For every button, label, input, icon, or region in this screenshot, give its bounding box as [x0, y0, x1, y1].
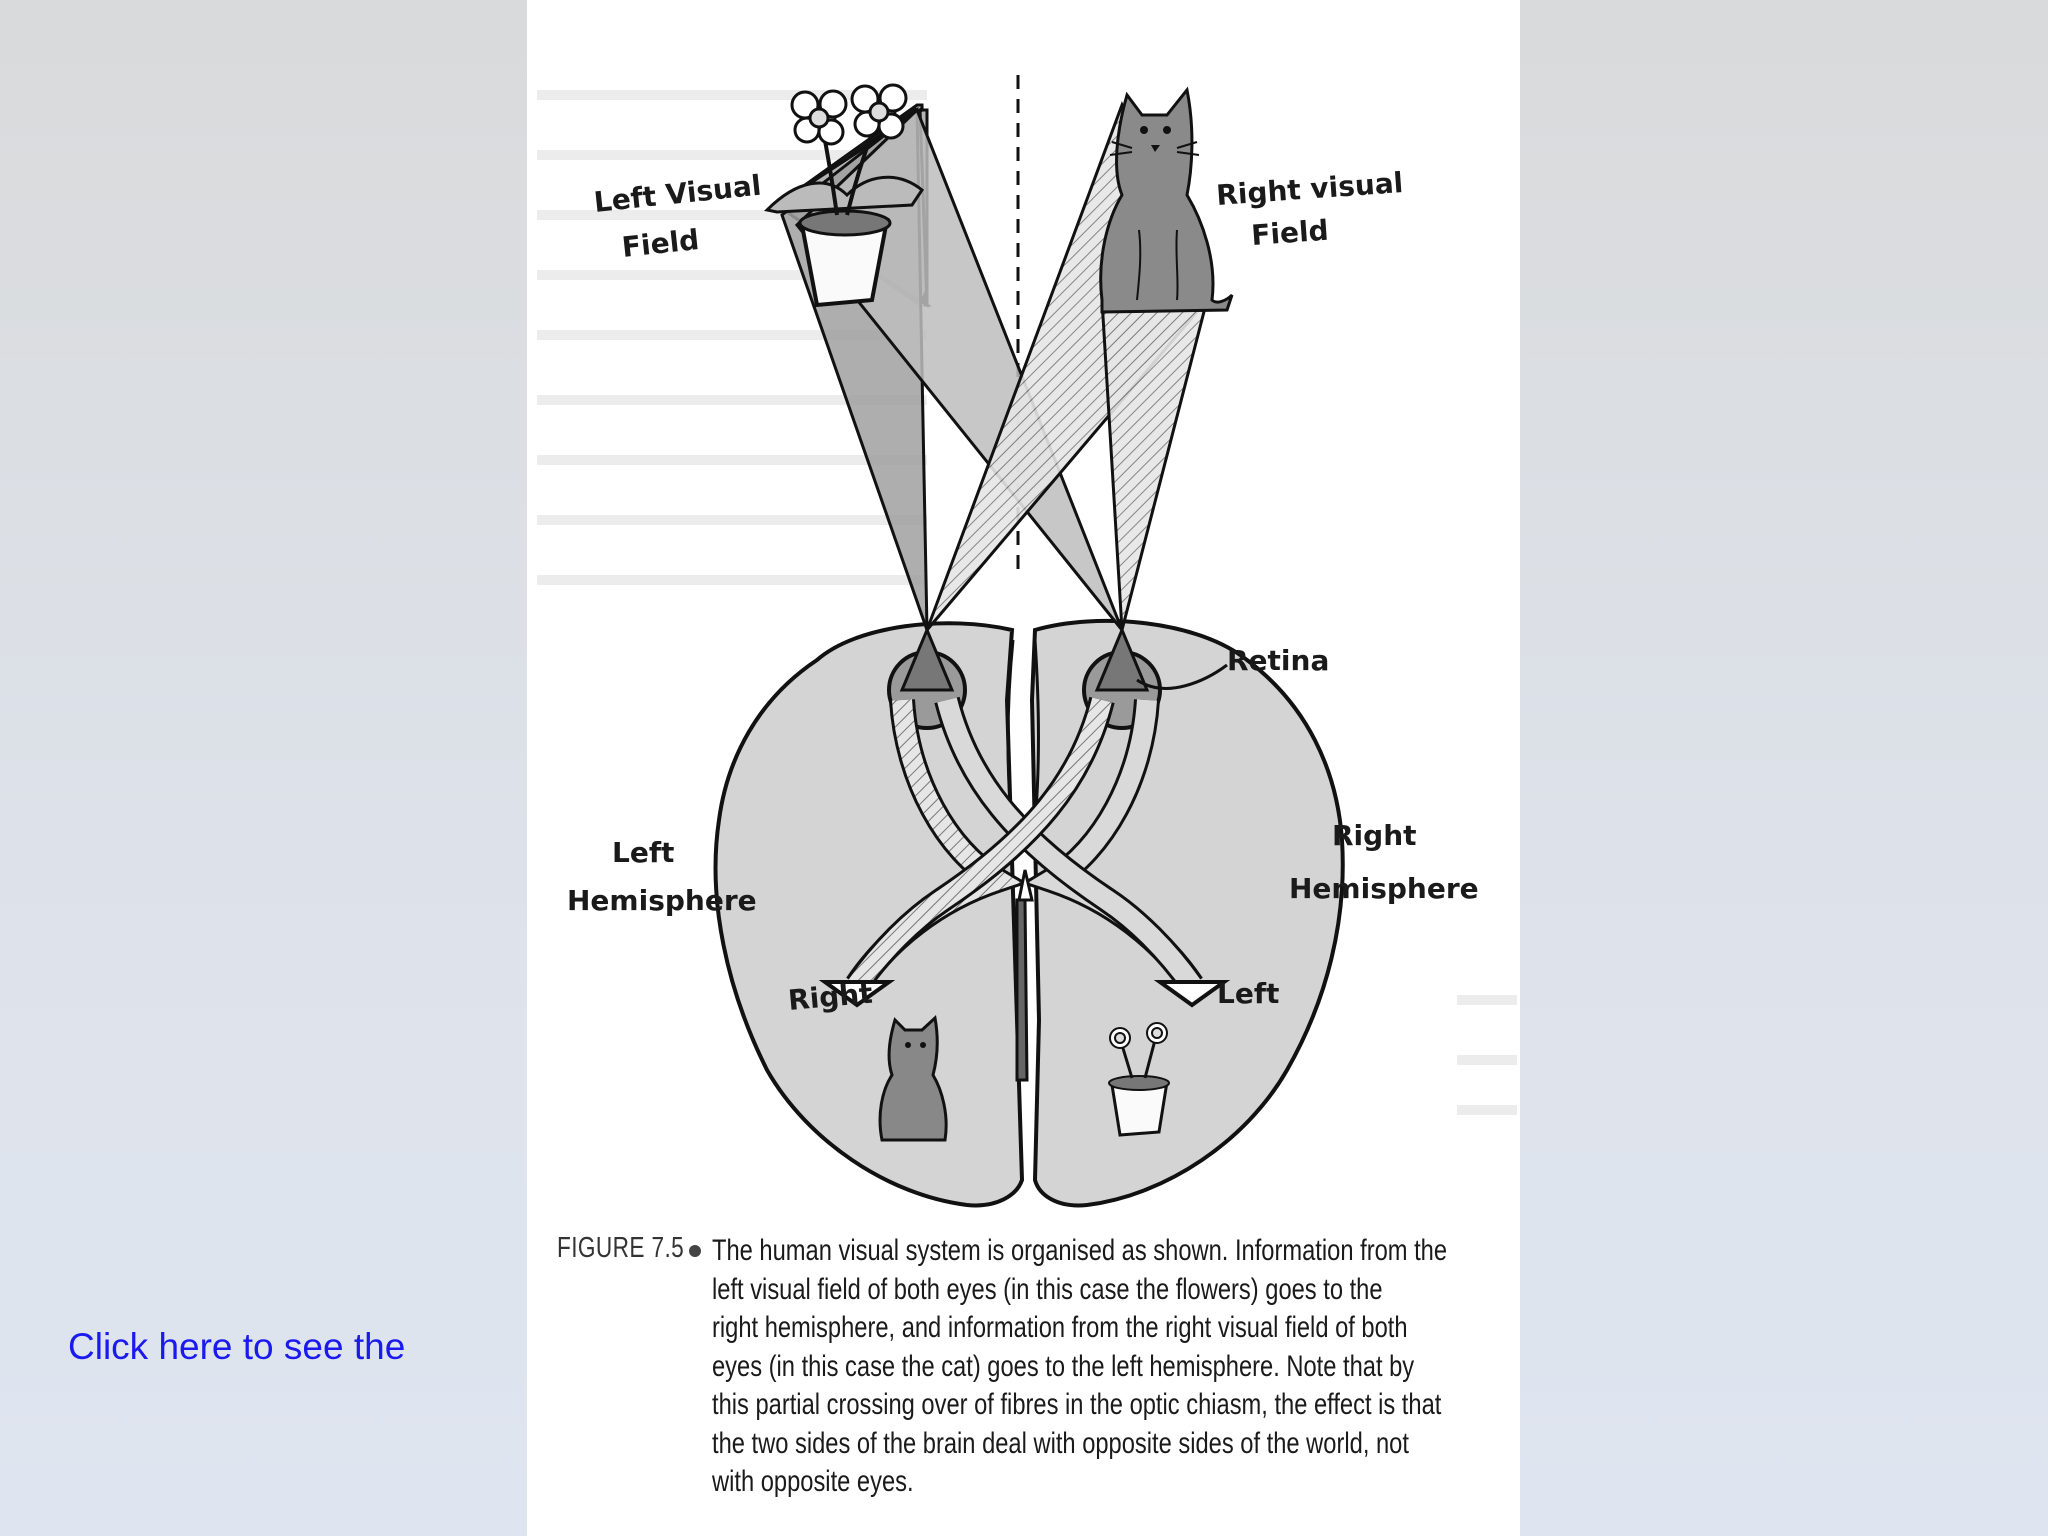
caption-line: left visual field of both eyes (in this …	[712, 1272, 1383, 1306]
caption-line: The human visual system is organised as …	[712, 1234, 1448, 1267]
optic-chiasm-mark	[1017, 869, 1034, 902]
small-flowers-icon	[1108, 1022, 1170, 1137]
figure-label: FIGURE 7.5	[557, 1232, 685, 1264]
small-cat-icon	[878, 1015, 948, 1142]
background-bleed-text	[537, 90, 1517, 1115]
label-right-hemisphere-2: Hemisphere	[1289, 872, 1479, 905]
flowers-icon	[763, 83, 925, 308]
brain-outline	[713, 618, 1345, 1208]
click-here-link[interactable]: Click here to see the	[68, 1326, 406, 1367]
label-left-hemisphere-1: Left	[612, 836, 674, 869]
figure-caption: The human visual system is organised as …	[712, 1232, 1474, 1502]
label-right-hemisphere-1: Right	[1332, 819, 1417, 852]
label-right-visual-field-2: Field	[1250, 214, 1329, 252]
label-arrow-right: Right	[787, 977, 874, 1017]
retina-pointer	[1136, 663, 1228, 690]
caption-line: this partial crossing over of fibres in …	[712, 1388, 1442, 1421]
visual-system-diagram: Left Visual Field Right visual Field Ret…	[537, 75, 1517, 1208]
caption-line: right hemisphere, and information from t…	[712, 1311, 1408, 1344]
caption-line: eyes (in this case the cat) goes to the …	[712, 1349, 1415, 1383]
optic-pathways	[846, 696, 1203, 993]
caption-line: the two sides of the brain deal with opp…	[712, 1426, 1409, 1460]
label-right-visual-field-1: Right visual	[1215, 166, 1404, 212]
arrowhead-left	[1153, 980, 1231, 1008]
label-left-hemisphere-2: Hemisphere	[567, 884, 757, 917]
label-arrow-left: Left	[1217, 977, 1279, 1010]
label-left-visual-field-2: Field	[620, 223, 700, 264]
right-beam-to-right-eye	[1100, 298, 1209, 631]
figure-panel: Left Visual Field Right visual Field Ret…	[527, 0, 1520, 1536]
caption-bullet	[689, 1245, 701, 1257]
caption-line: with opposite eyes.	[712, 1465, 914, 1498]
arrowhead-right	[818, 980, 896, 1008]
label-retina: Retina	[1227, 644, 1329, 677]
diagram-labels: Left Visual Field Right visual Field Ret…	[567, 166, 1479, 1017]
cat-icon	[1099, 86, 1234, 314]
